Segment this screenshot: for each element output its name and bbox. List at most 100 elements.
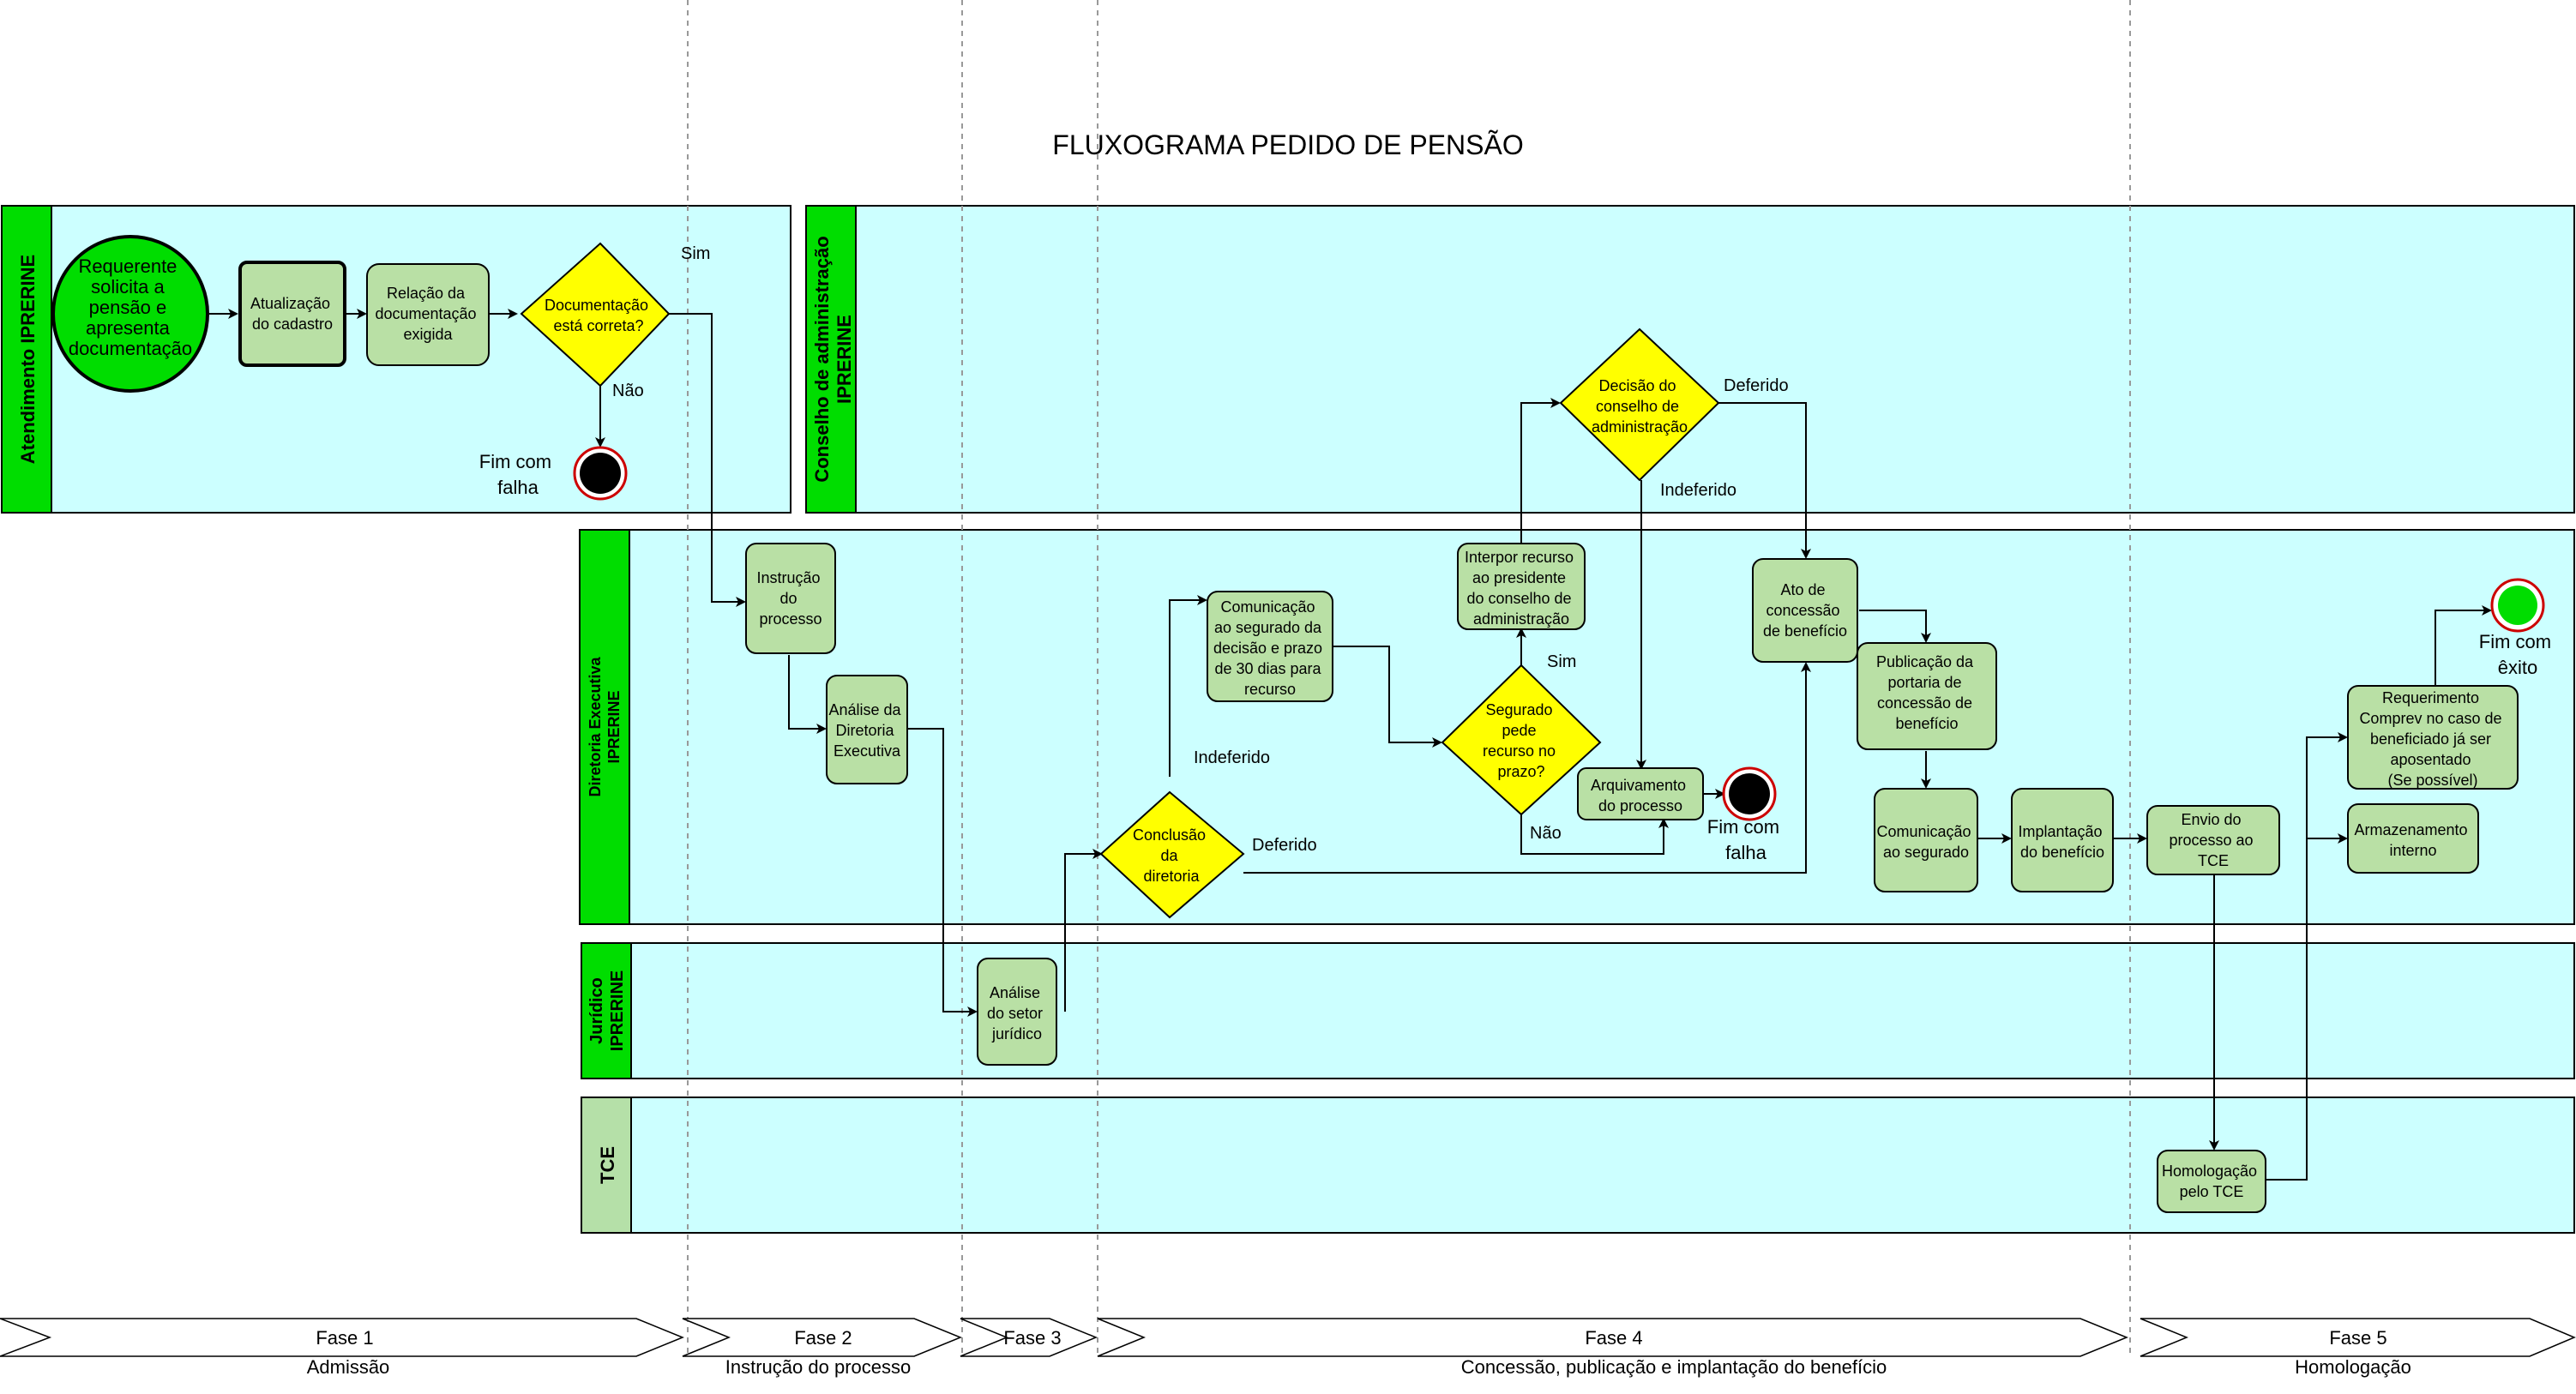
edge-label-indeferido-conselho: Indeferido [1660,481,1736,500]
task-line: Instrução [756,569,820,586]
decision-conselho[interactable]: Decisão do conselho de administração [1559,327,1720,482]
task-ato-concessao[interactable]: Ato de concessão de benefício [1752,558,1858,663]
phase-3-name: Fase 3 [1003,1327,1061,1349]
task-line: de benefício [1763,622,1847,640]
task-line: Requerimento [2382,689,2479,706]
task-line: Envio do [2181,811,2241,828]
task-line: concessão de [1877,694,1972,712]
svg-text:Requerente solicita a: Requerente solicita a pensão e apresenta… [69,255,192,359]
edge-label-sim-recurso: Sim [1547,652,1576,671]
svg-text:Requerimento Comprev no: Requerimento Comprev no caso de benefici… [2359,689,2506,789]
task-line: Publicação da [1876,653,1974,670]
task-line: (Se possível) [2387,772,2477,789]
end-label-line: Fim com [1707,816,1779,838]
lane-conselho: Conselho de administração IPRERINE [805,205,2575,514]
phase-4-name: Fase 4 [1585,1327,1642,1349]
decision-documentacao-correta[interactable]: Documentação está correta? [520,242,671,388]
task-line: de 30 dias para [1214,660,1321,677]
svg-text:Interpor recurso ao pres: Interpor recurso ao presidente do consel… [1465,549,1578,628]
end-label-line: falha [497,477,539,498]
end-event-exito[interactable] [2490,578,2545,633]
decision-line: Decisão do [1598,377,1676,394]
phase-2-name: Fase 2 [794,1327,852,1349]
task-line: administração [1473,610,1569,628]
decision-line: recurso no [1483,742,1556,760]
decision-line: Documentação [545,297,648,314]
task-line: beneficiado já ser [2370,730,2491,748]
lane-atendimento-label: Atendimento IPRERINE [17,255,39,464]
svg-text:Arquivamento do processo: Arquivamento do processo [1591,777,1690,814]
lane-diretoria-label: Diretoria Executiva [587,656,604,796]
phase-5-name: Fase 5 [2329,1327,2386,1349]
task-line: do conselho de [1466,590,1571,607]
svg-text:Conclusão da diret: Conclusão da diretoria [1133,826,1210,885]
phase-2-arrow [682,1318,962,1357]
task-instrucao-processo[interactable]: Instrução do processo [745,543,836,654]
task-line: interno [2389,842,2436,859]
task-line: do cadastro [252,315,333,333]
edge-label-deferido-diretoria: Deferido [1252,836,1317,855]
task-line: portaria de [1887,674,1961,691]
task-implantacao[interactable]: Implantação do benefício [2011,788,2114,892]
task-line: pelo TCE [2180,1183,2244,1200]
task-line: do [779,590,797,607]
task-line: Atualização [250,295,330,312]
task-line: Ato de [1780,581,1825,598]
svg-text:Publicação da portaria d: Publicação da portaria de concessão de b… [1876,653,1977,732]
edge-label-deferido-conselho: Deferido [1724,376,1789,395]
task-line: decisão e prazo [1213,640,1322,657]
decision-line: prazo? [1497,763,1544,780]
phase-5-arrow [2140,1318,2576,1357]
lane-conselho-label: Conselho de administração [811,236,833,482]
task-comunicacao-decisao[interactable]: Comunicação ao segurado da decisão e pra… [1207,591,1333,702]
start-event[interactable]: Requerente solicita a pensão e apresenta… [51,235,209,393]
end-event-falha-2[interactable] [1722,766,1777,821]
svg-text:Segurado pede recu: Segurado pede recurso no prazo? [1483,701,1560,780]
lane-tce: TCE [581,1097,2575,1234]
svg-text:Ato de concessão d: Ato de concessão de benefício [1763,581,1847,640]
task-envio-tce[interactable]: Envio do processo ao TCE [2146,805,2280,875]
decision-segurado-recurso[interactable]: Segurado pede recurso no prazo? [1441,664,1602,816]
lane-juridico-label-2: IPRERINE [608,970,627,1051]
svg-text:Armazenamento interno: Armazenamento interno [2354,821,2471,859]
svg-text:Análise da Diretoria: Análise da Diretoria Executiva [828,701,905,760]
task-analise-juridico[interactable]: Análise do setor jurídico [977,958,1057,1066]
task-arquivamento[interactable]: Arquivamento do processo [1577,767,1704,820]
edge-label-sim-doc: Sim [681,244,710,263]
task-line: documentação [375,305,476,322]
task-relacao-documentacao[interactable]: Relação da documentação exigida [366,263,490,366]
phase-1-arrow [0,1318,684,1357]
task-line: aposentado [2390,751,2471,768]
end-label-exito: Fim com êxito [2479,631,2556,678]
task-line: exigida [403,326,453,343]
task-line: Armazenamento [2354,821,2467,838]
task-line: Interpor recurso [1465,549,1574,566]
end-label-falha-2: Fim com falha [1707,816,1785,863]
svg-text:Atualização do cadastro: Atualização do cadastro [250,295,334,333]
lane-juridico-label: Jurídico [587,977,606,1044]
decision-conclusao-diretoria[interactable]: Conclusão da diretoria [1099,790,1245,919]
task-atualizacao-cadastro[interactable]: Atualização do cadastro [238,261,346,367]
end-event-falha-1[interactable] [573,446,628,501]
lane-diretoria-label-2: IPRERINE [605,690,623,763]
start-line: Requerente [78,255,177,277]
task-line: Análise da [828,701,901,718]
task-line: Arquivamento [1591,777,1686,794]
svg-text:Documentação está corret: Documentação está correta? [545,297,653,334]
task-analise-diretoria[interactable]: Análise da Diretoria Executiva [826,675,908,784]
page-title: FLUXOGRAMA PEDIDO DE PENSÃO [1052,129,1523,160]
task-armazenamento[interactable]: Armazenamento interno [2347,803,2479,874]
task-publicacao-portaria[interactable]: Publicação da portaria de concessão de b… [1857,642,1997,750]
phase-2-desc: Instrução do processo [725,1356,911,1378]
svg-text:Envio do processo ao: Envio do processo ao TCE [2169,811,2257,869]
task-line: do processo [1598,797,1682,814]
task-line: concessão [1766,602,1839,619]
task-homologacao-tce[interactable]: Homologação pelo TCE [2157,1150,2266,1213]
edge-label-nao-recurso: Não [1530,824,1562,843]
start-line: solicita a [91,276,165,297]
lane-conselho-label-2: IPRERINE [834,315,855,404]
task-comunicacao-segurado[interactable]: Comunicação ao segurado [1874,788,1978,892]
task-interpor-recurso[interactable]: Interpor recurso ao presidente do consel… [1457,543,1586,630]
task-requerimento-comprev[interactable]: Requerimento Comprev no caso de benefici… [2347,685,2519,790]
decision-line: pede [1502,722,1536,739]
